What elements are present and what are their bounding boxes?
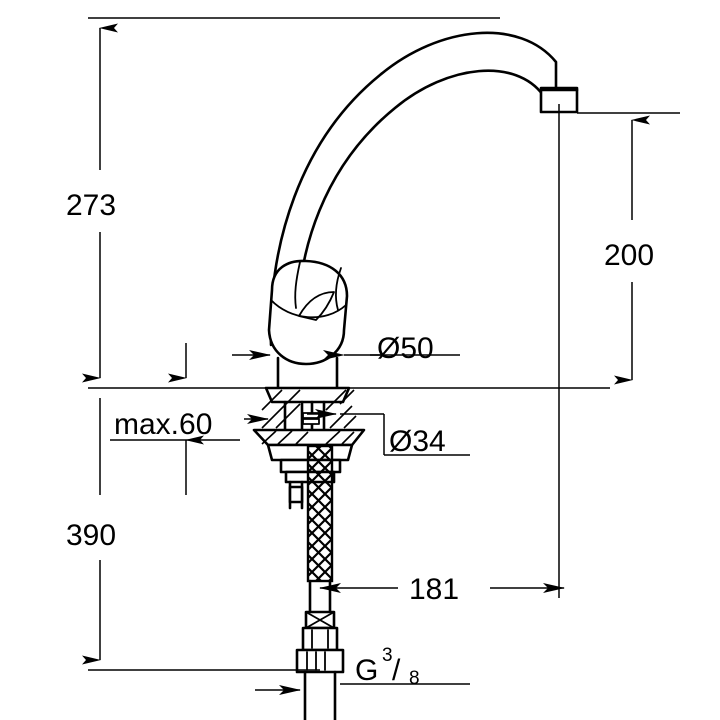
- dimension-diameter-50: Ø50: [232, 332, 460, 365]
- dimension-diameter-34: Ø34: [307, 409, 470, 458]
- dimension-200-label: 200: [604, 239, 654, 272]
- dimension-181: 181: [319, 104, 565, 606]
- thread-numerator-label: 3: [382, 645, 393, 666]
- faucet-spout-arch: [269, 31, 558, 347]
- supply-connector-fitting: [295, 610, 345, 720]
- dimension-181-label: 181: [409, 573, 459, 606]
- faucet-handle-cap: [267, 259, 349, 366]
- dimension-thread-g38: G 3 / 8: [255, 645, 470, 695]
- dimension-max60-label: max.60: [114, 408, 212, 441]
- dimension-max60: max.60: [110, 343, 269, 495]
- dimension-273: 273: [66, 17, 500, 383]
- thread-slash-label: /: [392, 654, 401, 687]
- faucet-body-neck: [276, 356, 339, 390]
- countertop-section: [88, 387, 610, 431]
- dimension-200: 200: [577, 112, 680, 385]
- dimension-390-label: 390: [66, 519, 116, 552]
- dimension-diameter-50-label: Ø50: [377, 332, 434, 365]
- supply-tube: [308, 579, 332, 614]
- braided-supply-hose: [306, 444, 334, 583]
- dimension-390: 390: [66, 398, 320, 671]
- thread-denominator-label: 8: [409, 668, 420, 689]
- dimension-273-label: 273: [66, 189, 116, 222]
- dimension-diameter-34-label: Ø34: [389, 425, 446, 458]
- thread-letter-label: G: [355, 654, 378, 687]
